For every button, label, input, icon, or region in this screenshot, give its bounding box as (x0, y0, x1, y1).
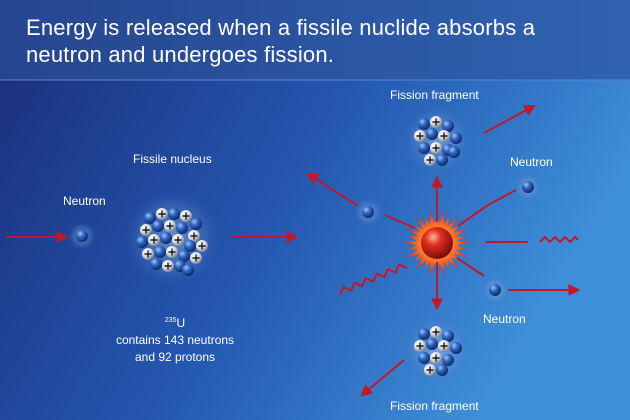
upper-right-neutron-label: Neutron (510, 155, 553, 169)
diagram-title: Energy is released when a fissile nuclid… (26, 15, 536, 67)
proton-count-text: and 92 protons (134, 350, 216, 364)
incoming-neutron-icon (76, 230, 88, 242)
left-neutron-icon (362, 206, 374, 218)
fissile-nucleus-icon (124, 190, 220, 286)
arrow-to-lower-neutron-icon (456, 257, 485, 277)
arrow-to-left-neutron-icon (384, 214, 416, 229)
arrow-to-upper-neutron-icon (487, 189, 517, 206)
neutron-count-text: contains 143 neutrons (115, 333, 235, 347)
top-fragment-arrow-icon (483, 104, 537, 134)
bottom-fragment-label: Fission fragment (390, 399, 479, 413)
element-symbol: U (176, 316, 186, 330)
top-fission-fragment-icon (403, 106, 471, 174)
energy-flash-icon (403, 209, 471, 277)
upper-right-neutron-icon (522, 181, 534, 193)
left-neutron-arrow-icon (305, 172, 359, 207)
incoming-neutron-label: Neutron (63, 194, 106, 208)
fissile-nucleus-label: Fissile nucleus (133, 152, 212, 166)
bottom-fragment-arrow-icon (360, 359, 405, 397)
top-fragment-label: Fission fragment (390, 88, 479, 102)
gamma-wave-left-icon (339, 263, 408, 296)
lower-right-neutron-icon (489, 284, 501, 296)
lower-right-neutron-label: Neutron (483, 312, 526, 326)
nucleus-description: 235U contains 143 neutrons and 92 proton… (100, 312, 250, 366)
gamma-wave-right-icon (539, 235, 579, 244)
bottom-fission-fragment-icon (403, 316, 471, 384)
mass-number: 235 (164, 317, 177, 324)
header-band (0, 0, 630, 80)
isotope-symbol: 235U (100, 312, 250, 332)
